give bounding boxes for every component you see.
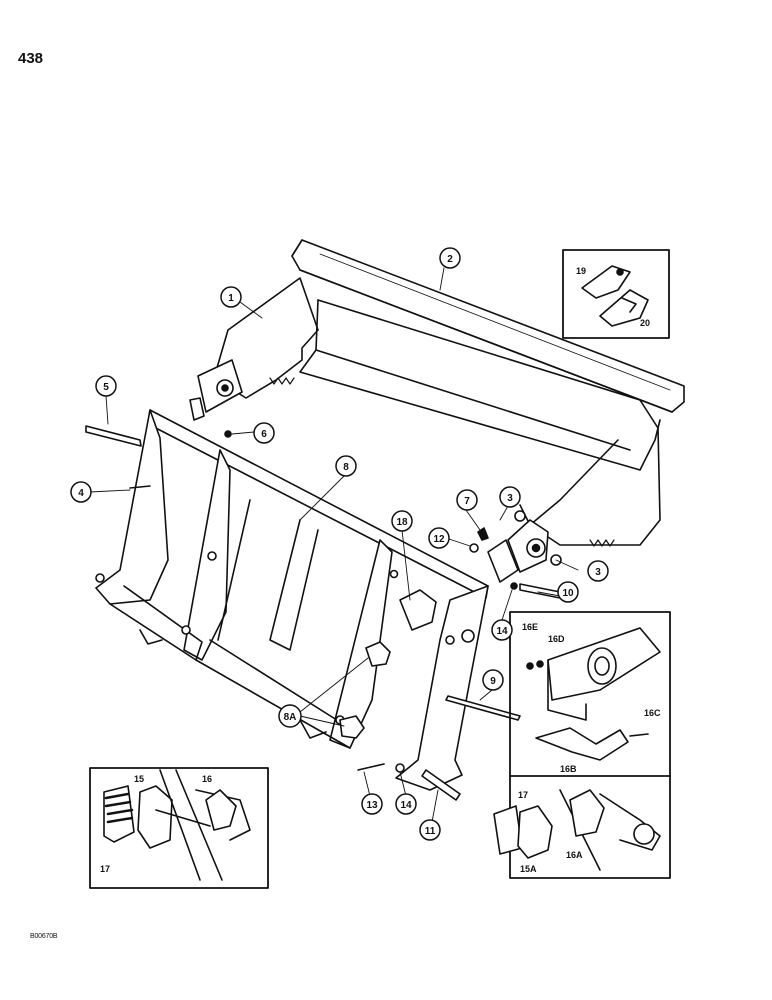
callout-6: 6 <box>261 429 267 440</box>
callout-circle <box>482 669 504 691</box>
callout-circle <box>95 375 117 397</box>
pins-and-hardware <box>85 425 562 801</box>
cutting-edge <box>291 239 685 413</box>
inset-label-20: 20 <box>640 318 650 328</box>
callout-circle <box>361 793 383 815</box>
bucket-body <box>189 277 661 583</box>
inset-label-16: 16 <box>202 774 212 784</box>
callout-5: 5 <box>103 382 109 393</box>
inset-label-16e: 16E <box>522 622 538 632</box>
callout-circle <box>428 527 450 549</box>
callout-circle <box>278 704 302 728</box>
inset-label-16c: 16C <box>644 708 661 718</box>
callout-14: 14 <box>496 626 508 637</box>
callout-3: 3 <box>595 567 601 578</box>
callout-circle <box>220 286 242 308</box>
drawing-code: B00670B <box>30 933 58 940</box>
callout-circle <box>557 581 579 603</box>
callout-12: 12 <box>433 534 445 545</box>
callout-labels: 1 2 3 3 4 5 6 7 8 8A 9 10 11 12 13 14 14… <box>78 254 601 837</box>
callout-circle <box>439 247 461 269</box>
inset-label-17: 17 <box>518 790 528 800</box>
coupler-frame <box>95 409 489 791</box>
callout-circle <box>70 481 92 503</box>
inset-label-16a: 16A <box>566 850 583 860</box>
callout-circles <box>70 247 609 841</box>
inset-label-16b: 16B <box>560 764 577 774</box>
page-number: 438 <box>18 50 44 67</box>
callout-18: 18 <box>396 517 408 528</box>
inset-label-15: 15 <box>134 774 144 784</box>
callout-10: 10 <box>562 588 574 599</box>
callout-14: 14 <box>400 800 412 811</box>
inset-label-16d: 16D <box>548 634 565 644</box>
callout-7: 7 <box>464 496 470 507</box>
callout-1: 1 <box>228 293 234 304</box>
callout-4: 4 <box>78 488 84 499</box>
callout-9: 9 <box>490 676 496 687</box>
callout-3: 3 <box>507 493 513 504</box>
callout-8a: 8A <box>284 712 297 723</box>
wear-pad-inset-left <box>89 767 269 889</box>
callout-circle <box>253 422 275 444</box>
callout-circle <box>491 619 513 641</box>
coupler-detail-inset <box>493 611 671 879</box>
callout-2: 2 <box>447 254 453 265</box>
callout-13: 13 <box>366 800 378 811</box>
inset-label-19: 19 <box>576 266 586 276</box>
teeth-inset <box>562 249 670 339</box>
inset-labels: 19 20 15 16 17 16E 16D 16C 16B 17 16A 15… <box>100 266 661 874</box>
callout-circle <box>456 489 478 511</box>
inset-label-15a: 15A <box>520 864 537 874</box>
callout-circle <box>419 819 441 841</box>
callout-circle <box>335 455 357 477</box>
callout-circle <box>395 793 417 815</box>
inset-label-17: 17 <box>100 864 110 874</box>
callout-11: 11 <box>425 826 436 837</box>
callout-circle <box>587 560 609 582</box>
callout-8: 8 <box>343 462 349 473</box>
leader-lines <box>89 267 579 823</box>
callout-circle <box>391 510 413 532</box>
callout-circle <box>499 486 521 508</box>
